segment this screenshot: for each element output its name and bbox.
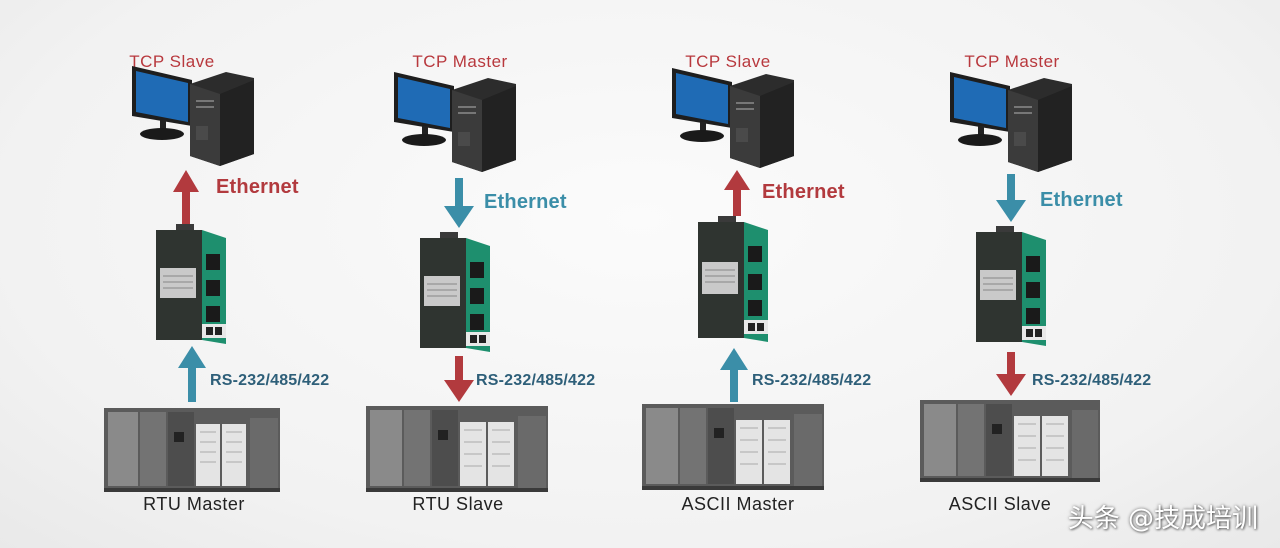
- down-arrow-icon: [996, 352, 1026, 396]
- panel-2-serial-label: RS-232/485/422: [476, 372, 596, 389]
- plc-rack-icon: [920, 400, 1100, 482]
- plc-rack-icon: [104, 408, 280, 492]
- panel-3-top-label: TCP Slave: [685, 52, 771, 71]
- serial-gateway-icon: [976, 226, 1046, 346]
- desktop-computer-icon: [394, 72, 516, 172]
- serial-gateway-icon: [698, 216, 768, 342]
- panel-4-top-label: TCP Master: [964, 52, 1060, 71]
- plc-rack-icon: [366, 406, 548, 492]
- desktop-computer-icon: [672, 68, 794, 168]
- panel-4-ethernet-label: Ethernet: [1040, 189, 1123, 211]
- up-arrow-icon: [724, 170, 750, 216]
- serial-gateway-icon: [420, 232, 490, 352]
- panel-1-bottom-label: RTU Master: [143, 494, 245, 514]
- down-arrow-icon: [444, 178, 474, 228]
- up-arrow-icon: [720, 348, 748, 402]
- panel-3-ethernet-label: Ethernet: [762, 181, 845, 203]
- panel-2-ethernet-label: Ethernet: [484, 191, 567, 213]
- desktop-computer-icon: [132, 66, 254, 166]
- panel-2: TCP Master Ethernet RS-232/485/422: [300, 0, 620, 548]
- panel-3: TCP Slave Ethernet RS-232/485/422: [576, 0, 896, 548]
- panel-2-top-label: TCP Master: [412, 52, 508, 71]
- panel-1: TCP Slave Ethernet RS-232/485/422: [30, 0, 350, 548]
- down-arrow-icon: [444, 356, 474, 402]
- panel-1-top-label: TCP Slave: [129, 52, 215, 71]
- panel-3-bottom-label: ASCII Master: [681, 494, 795, 514]
- panel-3-serial-label: RS-232/485/422: [752, 372, 872, 389]
- panel-1-ethernet-label: Ethernet: [216, 176, 299, 198]
- watermark: 头条 @技成培训: [1067, 504, 1258, 534]
- panel-2-bottom-label: RTU Slave: [412, 494, 504, 514]
- panel-4-serial-label: RS-232/485/422: [1032, 372, 1152, 389]
- panel-4-bottom-label: ASCII Slave: [948, 494, 1052, 514]
- plc-rack-icon: [642, 404, 824, 490]
- serial-gateway-icon: [156, 224, 226, 344]
- desktop-computer-icon: [950, 72, 1072, 172]
- panel-4: TCP Master Ethernet RS-232/485/422: [852, 0, 1172, 548]
- up-arrow-icon: [173, 170, 199, 224]
- up-arrow-icon: [178, 346, 206, 402]
- panel-1-serial-label: RS-232/485/422: [210, 372, 330, 389]
- down-arrow-icon: [996, 174, 1026, 222]
